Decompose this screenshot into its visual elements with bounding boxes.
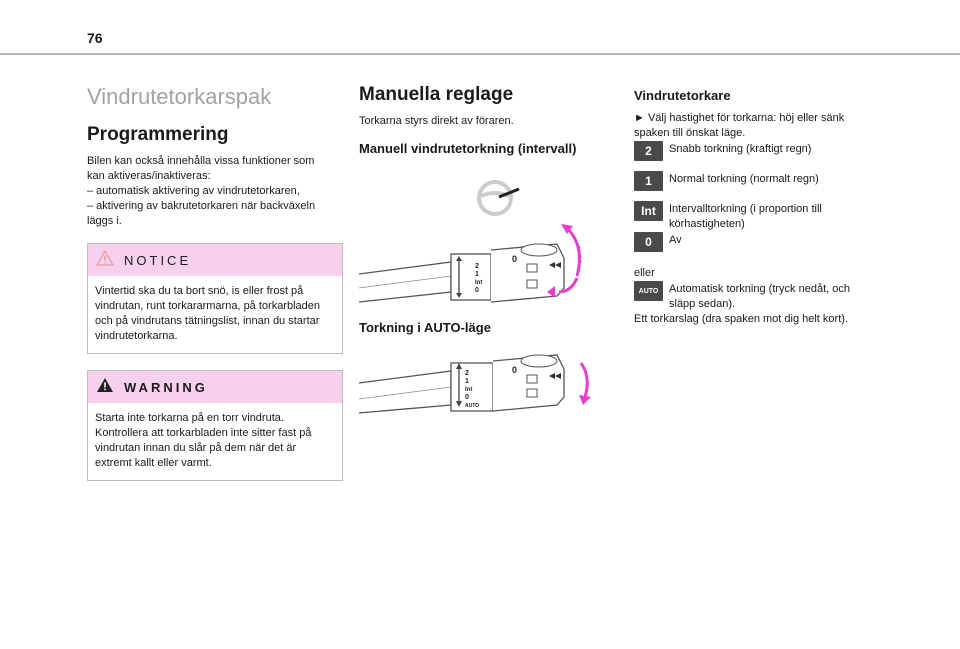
warning-title: WARNING — [124, 379, 208, 395]
speed-row-2: 2 Snabb torkning (kraftigt regn) — [634, 141, 882, 161]
speed-desc-int: Intervalltorkning (i proportion till kör… — [669, 203, 822, 230]
stalk-pos-int: Int — [475, 280, 482, 286]
wiper-instruction: ► Välj hastighet för torkarna: höj eller… — [634, 111, 882, 141]
programming-heading: Programmering — [87, 124, 229, 145]
caution-triangle-icon — [95, 249, 115, 271]
stalk-pos-0: 0 — [475, 287, 479, 294]
column-left: Vindrutetorkarspak Programmering Bilen k… — [87, 84, 343, 481]
stalk-figure-auto: 2 1 Int 0 AUTO 0 — [358, 343, 609, 443]
speed-desc-1: Normal torkning (normalt regn) — [669, 173, 819, 185]
speed-badge-int: Int — [634, 201, 663, 221]
text-line: – automatisk aktivering av vindrutetorka… — [87, 185, 300, 197]
steering-wheel-icon — [477, 180, 520, 216]
speed-badge-0: 0 — [634, 232, 663, 252]
manual-controls-intro: Torkarna styrs direkt av föraren. — [359, 115, 514, 127]
programming-text: Bilen kan också innehålla vissa funktion… — [87, 154, 343, 229]
notice-title: NOTICE — [124, 252, 192, 268]
section-title: Vindrutetorkarspak — [87, 84, 272, 109]
speed-desc-0: Av — [669, 234, 682, 246]
stalk-pos-0: 0 — [465, 394, 469, 401]
stalk-rear-0: 0 — [512, 254, 517, 264]
wiper-stalk-illustration — [358, 243, 565, 303]
speed-badge-1: 1 — [634, 171, 663, 191]
auto-badge: AUTO — [634, 281, 663, 301]
text-line: och på vindrutans tätningslist, innan du… — [95, 315, 320, 327]
stalk-pos-auto: AUTO — [465, 403, 479, 409]
column-right: Vindrutetorkare ► Välj hastighet för tor… — [634, 84, 882, 327]
text-line: Starta inte torkarna på en torr vindruta… — [95, 412, 284, 424]
text-line: ► Välj hastighet för torkarna: höj eller… — [634, 112, 845, 124]
stalk-pos-2: 2 — [465, 370, 469, 377]
text-line: Bilen kan också innehålla vissa funktion… — [87, 155, 315, 167]
text-line: – aktivering av bakrutetorkaren när back… — [87, 200, 316, 212]
stalk-pos-2: 2 — [475, 263, 479, 270]
stalk-pos-int: Int — [465, 387, 472, 393]
or-label: eller — [634, 267, 655, 279]
stalk-figure-intermittent: 2 1 Int 0 0 — [358, 164, 609, 314]
intermittent-heading: Manuell vindrutetorkning (intervall) — [359, 141, 577, 156]
speed-badge-2: 2 — [634, 141, 663, 161]
text-line: vindrutetorkarna. — [95, 330, 178, 342]
warning-header: WARNING — [88, 371, 342, 403]
wiper-stalk-illustration — [358, 354, 565, 414]
wiper-heading: Vindrutetorkare — [634, 88, 731, 103]
warning-box: WARNING Starta inte torkarna på en torr … — [87, 370, 343, 481]
text-line: vindrutan innan du slår på dem när det ä… — [95, 442, 297, 454]
header-rule — [0, 53, 960, 55]
single-wipe-text: Ett torkarslag (dra spaken mot dig helt … — [634, 313, 848, 325]
press-down-arrow-icon — [579, 362, 591, 405]
notice-box: NOTICE Vintertid ska du ta bort snö, is … — [87, 243, 343, 354]
text-line: spaken till önskat läge. — [634, 127, 746, 139]
text-line: vindrutan, runt torkararmarna, på torkar… — [95, 300, 321, 312]
speed-row-1: 1 Normal torkning (normalt regn) — [634, 171, 882, 191]
notice-header: NOTICE — [88, 244, 342, 276]
text-line: läggs i. — [87, 215, 122, 227]
text-line: Kontrollera att torkarbladen inte sitter… — [95, 427, 312, 439]
auto-desc: Automatisk torkning (tryck nedåt, och sl… — [669, 283, 850, 310]
auto-mode-heading: Torkning i AUTO-läge — [359, 320, 491, 335]
warning-triangle-icon — [96, 377, 114, 398]
speed-row-int: Int Intervalltorkning (i proportion till… — [634, 201, 882, 232]
page-number: 76 — [87, 30, 103, 46]
stalk-pos-1: 1 — [475, 271, 479, 278]
rotate-arrow-icon — [547, 224, 582, 298]
manual-controls-heading: Manuella reglage — [359, 84, 514, 105]
warning-body: Starta inte torkarna på en torr vindruta… — [88, 403, 342, 480]
column-middle: Manuella reglage Torkarna styrs direkt a… — [358, 84, 609, 443]
notice-body: Vintertid ska du ta bort snö, is eller f… — [88, 276, 342, 353]
auto-row: AUTO Automatisk torkning (tryck nedåt, o… — [634, 281, 882, 312]
stalk-pos-1: 1 — [465, 378, 469, 385]
speed-row-0: 0 Av — [634, 232, 882, 252]
text-line: Vintertid ska du ta bort snö, is eller f… — [95, 285, 304, 297]
text-line: kan aktiveras/inaktiveras: — [87, 170, 211, 182]
stalk-rear-0: 0 — [512, 365, 517, 375]
text-line: extremt kallt eller varmt. — [95, 457, 212, 469]
speed-desc-2: Snabb torkning (kraftigt regn) — [669, 143, 812, 155]
